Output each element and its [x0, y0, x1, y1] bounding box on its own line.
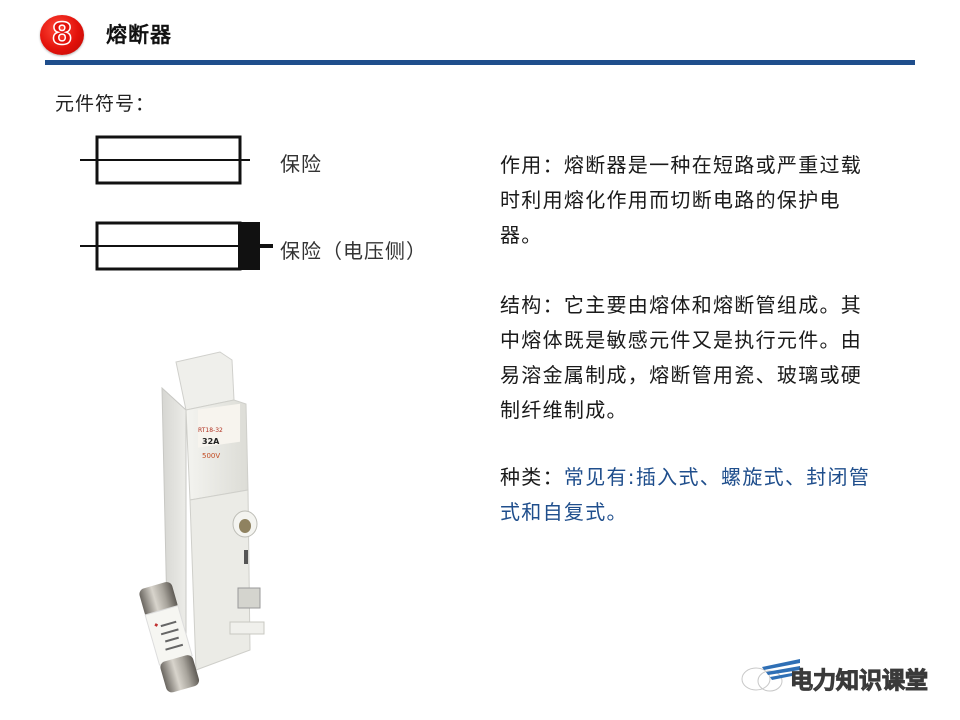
- function-label: 作用：: [500, 153, 564, 177]
- section-number-badge: 8: [40, 15, 84, 55]
- wechat-logo-icon: [741, 659, 800, 692]
- svg-text:◆: ◆: [154, 622, 159, 629]
- fuse-symbol-label: 保险: [280, 152, 322, 176]
- fuse-symbol-icon: [80, 135, 250, 187]
- types-text: 常见有:插入式、螺旋式、封闭管式和自复式。: [500, 465, 871, 524]
- structure-label: 结构：: [500, 293, 564, 317]
- function-paragraph: 作用：熔断器是一种在短路或严重过载时利用熔化作用而切断电路的保护电器。: [500, 148, 880, 253]
- fuse-product-photo: RT18-32 32A 500V ◆: [110, 340, 330, 700]
- fuse-voltage-side-label: 保险（电压侧）: [280, 239, 427, 263]
- types-paragraph: 种类：常见有:插入式、螺旋式、封闭管式和自复式。: [500, 460, 880, 530]
- svg-text:32A: 32A: [202, 437, 220, 446]
- function-text: 熔断器是一种在短路或严重过载时利用熔化作用而切断电路的保护电器。: [500, 153, 863, 247]
- svg-text:RT18-32: RT18-32: [198, 427, 223, 434]
- structure-text: 它主要由熔体和熔断管组成。其中熔体既是敏感元件又是执行元件。由易溶金属制成，熔断…: [500, 293, 863, 422]
- structure-paragraph: 结构：它主要由熔体和熔断管组成。其中熔体既是敏感元件又是执行元件。由易溶金属制成…: [500, 288, 880, 428]
- watermark-text: 电力知识课堂: [790, 668, 929, 695]
- section-number: 8: [51, 17, 73, 52]
- header-divider: [45, 60, 915, 65]
- watermark: 电力知识课堂: [740, 655, 940, 695]
- fuse-voltage-side-symbol-icon: [80, 221, 280, 273]
- svg-text:500V: 500V: [202, 452, 220, 460]
- types-label: 种类：: [500, 465, 564, 489]
- page-title: 熔断器: [106, 23, 172, 47]
- symbols-section-label: 元件符号：: [55, 93, 156, 115]
